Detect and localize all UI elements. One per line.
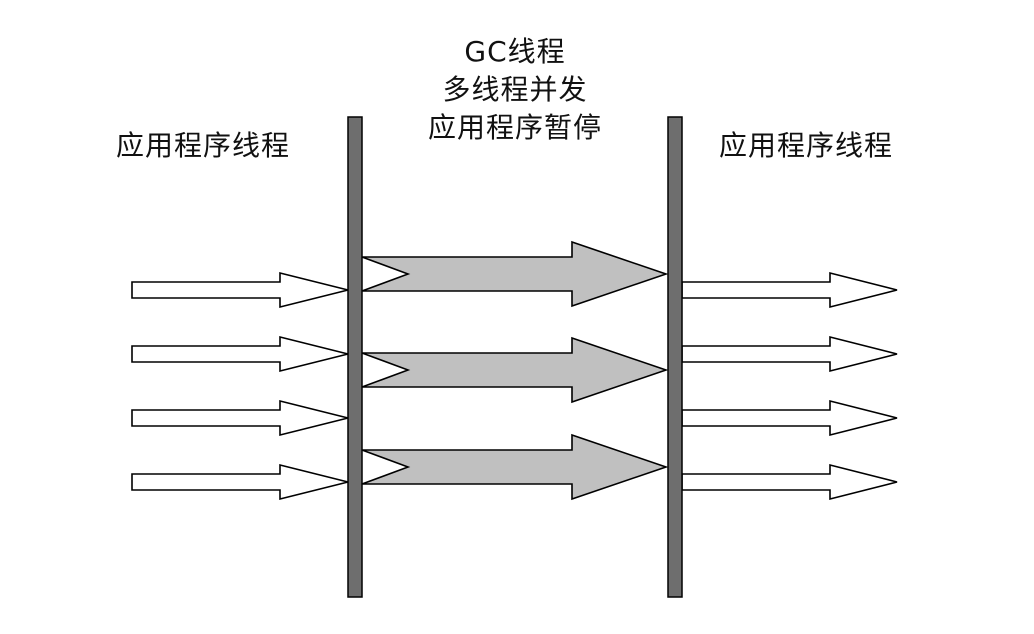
right-app-thread-arrow [681, 271, 898, 309]
right-app-thread-arrows [681, 271, 898, 501]
left-app-thread-arrow [131, 463, 349, 501]
left-phase-label: 应用程序线程 [116, 129, 291, 162]
left-app-thread-arrow [131, 335, 349, 373]
left-app-thread-arrow [131, 271, 349, 309]
gc-title-line-1: GC线程 [464, 35, 566, 68]
left-app-thread-arrow [131, 399, 349, 437]
gc-thread-arrow [361, 433, 669, 501]
right-app-thread-arrow [681, 463, 898, 501]
gc-title-line-2: 多线程并发 [442, 73, 588, 106]
right-safepoint-barrier [667, 116, 683, 598]
gc-thread-arrows [361, 240, 669, 501]
gc-thread-arrow [361, 336, 669, 404]
left-app-thread-arrows [131, 271, 349, 501]
left-safepoint-barrier [347, 116, 363, 598]
right-app-thread-arrow [681, 335, 898, 373]
right-app-thread-arrow [681, 399, 898, 437]
gc-title-line-3: 应用程序暂停 [427, 111, 603, 144]
gc-thread-arrow [361, 240, 669, 308]
right-phase-label: 应用程序线程 [719, 129, 894, 162]
